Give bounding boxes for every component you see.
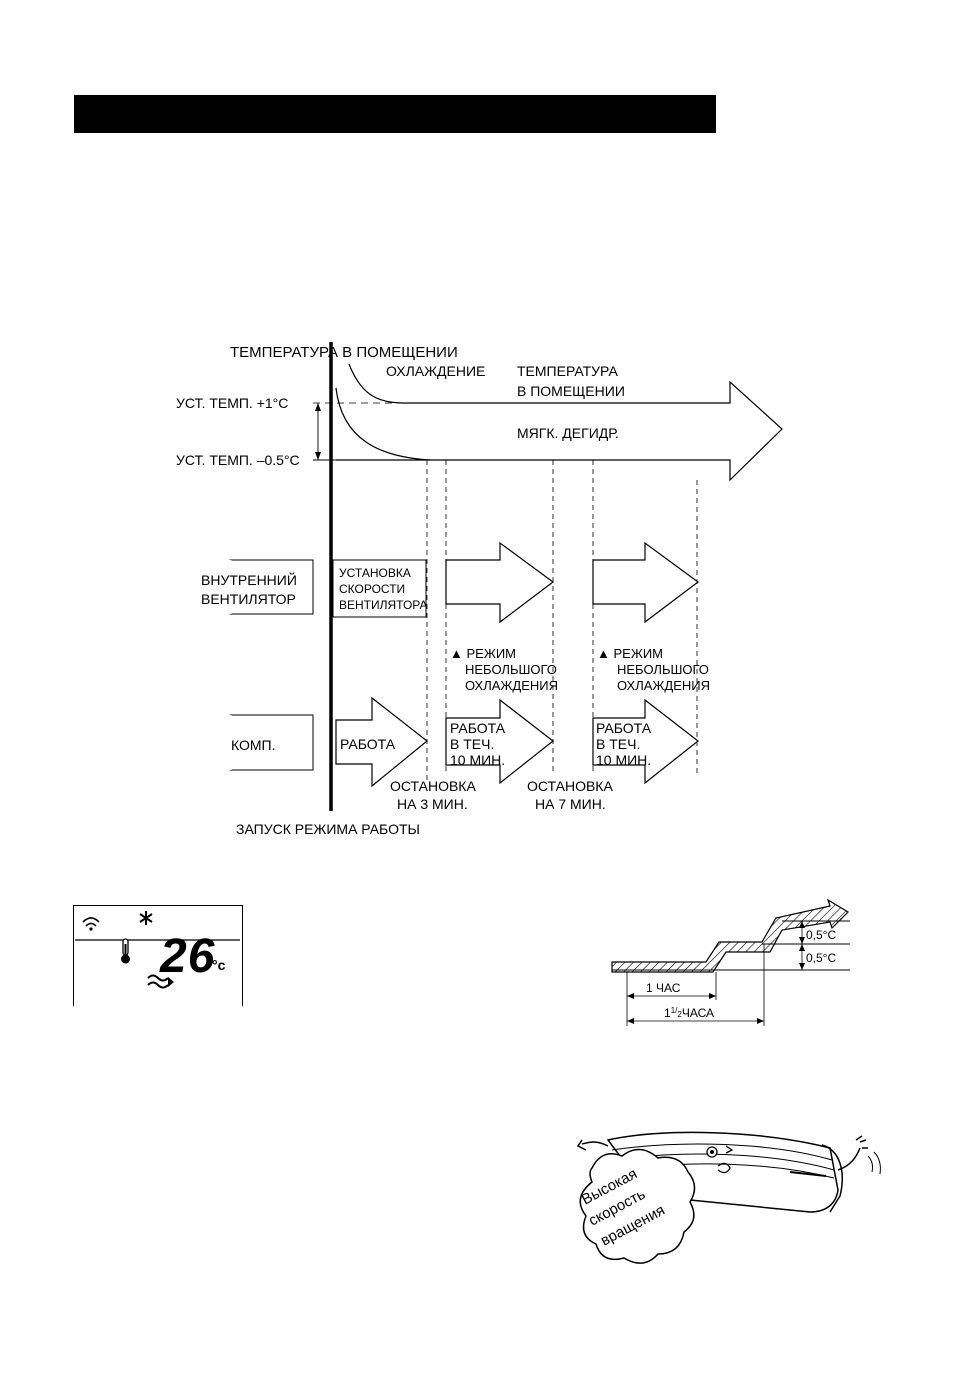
stop7-label-line1: ОСТАНОВКА bbox=[527, 778, 613, 794]
work10-2-line2: В ТЕЧ. bbox=[596, 736, 640, 752]
set-temp-minus-label: УСТ. ТЕМП. –0.5°C bbox=[176, 452, 300, 468]
one-half-frac-den: 2 bbox=[677, 1010, 682, 1019]
light-cool-1-line3: ОХЛАЖДЕНИЯ bbox=[465, 678, 558, 693]
room-temp-label-line2: В ПОМЕЩЕНИИ bbox=[517, 383, 625, 399]
remote-lcd-display: 26 °c bbox=[75, 911, 240, 989]
one-half-frac-num: 1 bbox=[671, 1006, 676, 1015]
room-temp-label-line1: ТЕМПЕРАТУРА bbox=[517, 363, 618, 379]
indoor-fan-label-line2: ВЕНТИЛЯТОР bbox=[201, 591, 296, 607]
room-temp-arrow bbox=[336, 380, 783, 482]
step1-label: 0,5°C bbox=[806, 928, 836, 942]
dimension-arrow-down-icon bbox=[315, 452, 321, 460]
fan-run-arrow-2 bbox=[592, 541, 700, 624]
cooling-curve-lower bbox=[335, 387, 431, 461]
air-conditioner-icon: Высокая скорость вращения bbox=[576, 1131, 881, 1264]
stop3-label-line2: НА 3 МИН. bbox=[397, 796, 468, 812]
dry-mode-diagram: ТЕМПЕРАТУРА В ПОМЕЩЕНИИ ОХЛАЖДЕНИЕ ТЕМПЕ… bbox=[176, 342, 783, 837]
thermometer-icon bbox=[121, 938, 130, 964]
cooling-label: ОХЛАЖДЕНИЕ bbox=[386, 363, 485, 379]
indoor-fan-box bbox=[229, 559, 314, 615]
dimension-arrow-up-icon bbox=[315, 403, 321, 411]
work10-2-line1: РАБОТА bbox=[596, 720, 652, 736]
lcd-frame bbox=[73, 905, 243, 1006]
work10-1-line1: РАБОТА bbox=[450, 720, 506, 736]
compressor-label: КОМП. bbox=[231, 737, 276, 753]
signal-icon bbox=[82, 917, 100, 931]
set-temp-plus-label: УСТ. ТЕМП. +1°C bbox=[176, 395, 288, 411]
work10-1-line3: 10 МИН. bbox=[450, 752, 505, 768]
fan-run-arrow-1 bbox=[445, 541, 555, 624]
fan-speed-line3: ВЕНТИЛЯТОРА bbox=[339, 598, 428, 612]
step2-label: 0,5°C bbox=[806, 951, 836, 965]
stepped-temp-arrow bbox=[611, 898, 849, 973]
fan-speed-box bbox=[332, 559, 427, 618]
light-cool-1-line1: ▲ РЕЖИМ bbox=[450, 646, 516, 661]
lcd-temperature-unit: °c bbox=[212, 957, 226, 973]
fan-speed-line2: СКОРОСТИ bbox=[339, 582, 405, 596]
one-half-hours-label: 11/2ЧАСА bbox=[664, 1006, 714, 1020]
work10-1-line2: В ТЕЧ. bbox=[450, 736, 494, 752]
start-mode-label: ЗАПУСК РЕЖИМА РАБОТЫ bbox=[236, 821, 420, 837]
light-cool-2-line2: НЕБОЛЬШОГО bbox=[617, 662, 709, 677]
work-label: РАБОТА bbox=[340, 736, 396, 752]
compressor-run-arrow-10min-2 bbox=[592, 698, 699, 785]
work10-2-line3: 10 МИН. bbox=[596, 752, 651, 768]
stop3-label-line1: ОСТАНОВКА bbox=[390, 778, 476, 794]
fan-speed-line1: УСТАНОВКА bbox=[339, 566, 411, 580]
light-cool-1-line2: НЕБОЛЬШОГО bbox=[465, 662, 557, 677]
temp-step-chart: 0,5°C 0,5°C 1 ЧАС 11/2ЧАСА bbox=[611, 898, 850, 1026]
light-cool-2-line1: ▲ РЕЖИМ bbox=[597, 646, 663, 661]
compressor-run-arrow-10min-1 bbox=[445, 698, 554, 785]
airflow-icon bbox=[147, 974, 174, 989]
speech-cloud bbox=[579, 1148, 696, 1264]
light-cool-2-line3: ОХЛАЖДЕНИЯ bbox=[617, 678, 710, 693]
compressor-run-arrow bbox=[335, 696, 428, 788]
one-half-suffix: ЧАСА bbox=[682, 1006, 714, 1020]
section-header-bar bbox=[74, 95, 716, 133]
one-half-prefix: 1 bbox=[664, 1006, 671, 1020]
snowflake-icon bbox=[139, 911, 153, 925]
lcd-temperature: 26 bbox=[159, 930, 215, 983]
one-hour-label: 1 ЧАС bbox=[646, 981, 681, 995]
soft-dry-label: МЯГК. ДЕГИДР. bbox=[517, 425, 619, 441]
indoor-fan-label-line1: ВНУТРЕННИЙ bbox=[201, 571, 297, 588]
stop7-label-line2: НА 7 МИН. bbox=[535, 796, 606, 812]
room-temp-axis-label: ТЕМПЕРАТУРА В ПОМЕЩЕНИИ bbox=[230, 344, 458, 361]
cooling-curve-upper bbox=[348, 363, 404, 404]
